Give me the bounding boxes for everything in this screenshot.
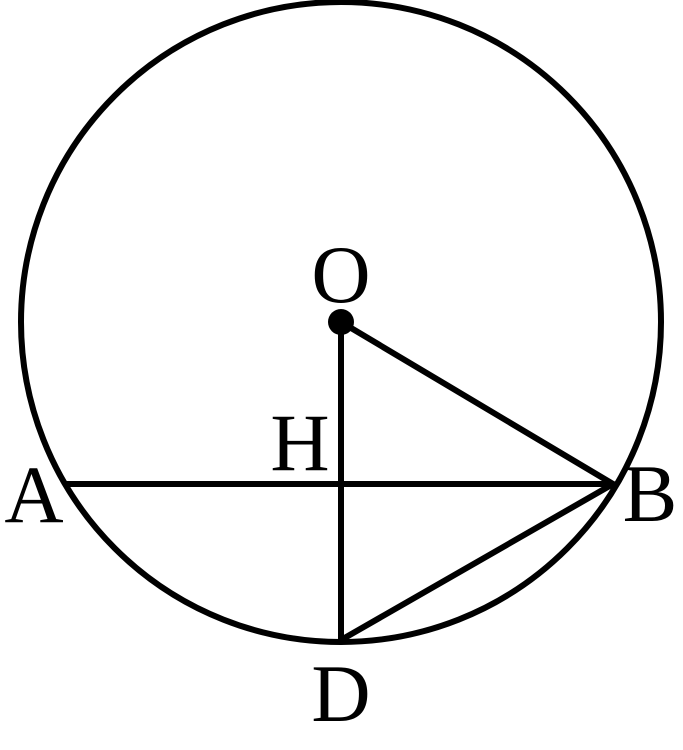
center-point-o [328, 309, 354, 335]
label-a: A [4, 449, 63, 540]
label-o: O [311, 229, 370, 320]
segment-ob [338, 319, 616, 487]
segment-db [338, 481, 616, 643]
label-h: H [270, 397, 329, 488]
label-d: D [311, 648, 370, 739]
label-b: B [623, 448, 678, 539]
